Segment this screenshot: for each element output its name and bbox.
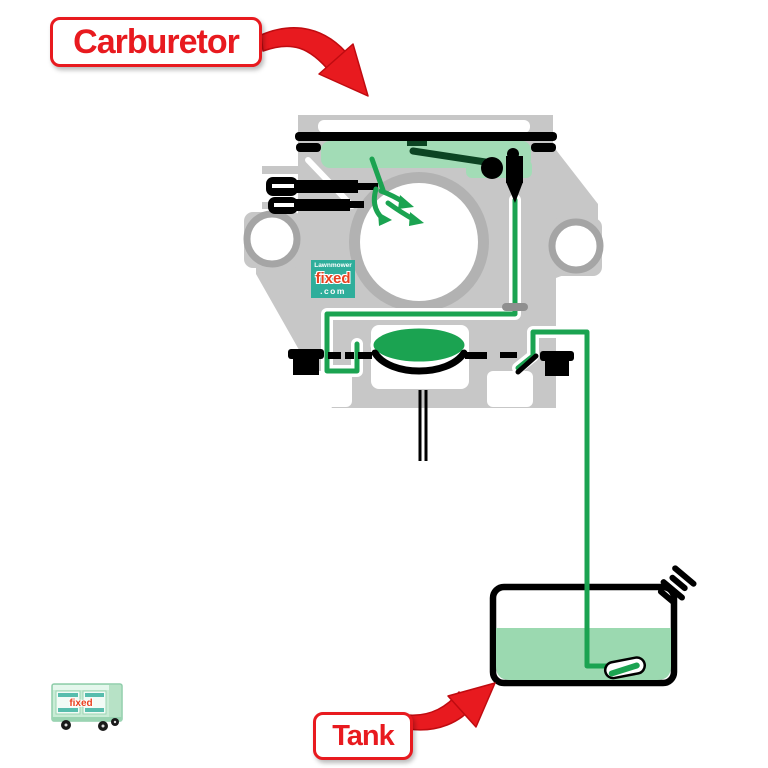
bowl-cutout-left (308, 371, 352, 407)
red-arrow-to-carburetor (260, 27, 369, 97)
right-mount-hole (548, 218, 604, 274)
bowl-cutout-right (487, 371, 533, 407)
threaded-fuel-cap (657, 565, 697, 605)
cart-thumbnail: fixed (51, 683, 123, 731)
cart-label: fixed (69, 698, 92, 709)
bowl-bolts (288, 349, 574, 376)
mixture-adjustment-screws (266, 177, 378, 214)
lower-screw (268, 197, 364, 214)
upper-screw (266, 177, 378, 196)
carburetor-float (370, 325, 468, 365)
fuel-passage-left (324, 197, 518, 374)
carburetor-diagram (243, 115, 604, 566)
bowl-drain-stem (418, 390, 428, 461)
logo-line2: fixed (315, 269, 351, 287)
venturi-bore (360, 183, 478, 301)
carburetor-label: Carburetor (50, 17, 262, 67)
needle-valve (481, 148, 523, 203)
red-arrow-to-tank (406, 682, 496, 731)
carburetor-label-text: Carburetor (73, 22, 240, 61)
main-jet (502, 303, 528, 311)
logo-line3: .com (320, 285, 346, 296)
tank-label: Tank (313, 712, 413, 760)
fuel-line-in-tank (584, 556, 610, 669)
logo-line1: Lawnmower (314, 262, 352, 269)
float-lever (409, 147, 496, 167)
top-gasket-bars (295, 132, 557, 152)
fuel-tank (489, 556, 697, 687)
top-slot (318, 120, 530, 133)
inline-fuel-filter (603, 656, 647, 680)
left-mount-hole (243, 210, 301, 268)
cart-wheels (61, 718, 119, 731)
needle-seat-tick (515, 353, 539, 375)
tank-label-text: Tank (332, 719, 395, 752)
cart-sign-rows (58, 693, 104, 712)
lawnmowerfixed-logo: Lawnmower fixed .com (311, 260, 355, 298)
fuel-spray-arrowheads (378, 195, 424, 226)
tank-fuel (496, 628, 671, 680)
bowl-bottom (371, 349, 468, 375)
